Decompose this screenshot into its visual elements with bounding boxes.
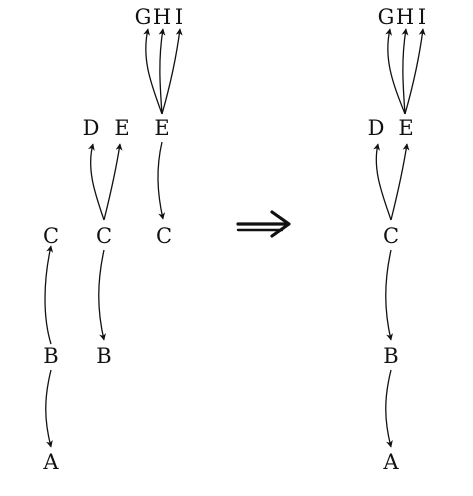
node-i: I (175, 5, 183, 29)
chain-3: G H I E C (135, 5, 184, 248)
edge-e-to-h (401, 28, 409, 115)
merged-tree: G H I D E C B A (368, 5, 427, 474)
node-b: B (383, 344, 398, 368)
node-g: G (378, 5, 395, 29)
node-c: C (383, 224, 399, 248)
edge-e-to-c (157, 141, 166, 220)
node-i: I (418, 5, 426, 29)
edge-c-to-d (373, 143, 392, 221)
edge-c-to-b (385, 249, 393, 341)
node-a: A (382, 450, 399, 474)
node-b: B (43, 344, 58, 368)
chain-1: C B A (42, 224, 59, 474)
node-d: D (83, 116, 100, 140)
edge-e-to-g (385, 28, 406, 115)
left-trees: C B A D E C B G H I E C (42, 5, 183, 474)
edge-c-to-d (87, 143, 105, 221)
arrow-right-icon (236, 210, 291, 238)
edge-e-to-g (143, 28, 163, 115)
node-c: C (156, 224, 172, 248)
node-c: C (43, 224, 59, 248)
node-d: D (368, 116, 385, 140)
node-c: C (96, 224, 112, 248)
node-b: B (96, 344, 111, 368)
node-e: E (398, 116, 413, 140)
edge-c-to-b (98, 249, 106, 341)
edge-c-to-e (390, 143, 410, 221)
edge-c-to-e (103, 143, 123, 221)
node-g: G (135, 5, 152, 29)
edge-e-to-i (404, 28, 426, 115)
node-h: H (153, 5, 171, 29)
edge-b-to-a (45, 369, 53, 448)
chain-2: D E C B (83, 116, 130, 368)
node-h: H (396, 5, 414, 29)
edge-e-to-h (158, 28, 166, 115)
edge-b-to-c (44, 245, 54, 345)
node-e: E (154, 116, 169, 140)
edge-e-to-i (161, 28, 183, 115)
node-e: E (114, 116, 129, 140)
node-a: A (42, 450, 59, 474)
edge-b-to-a (385, 369, 393, 448)
